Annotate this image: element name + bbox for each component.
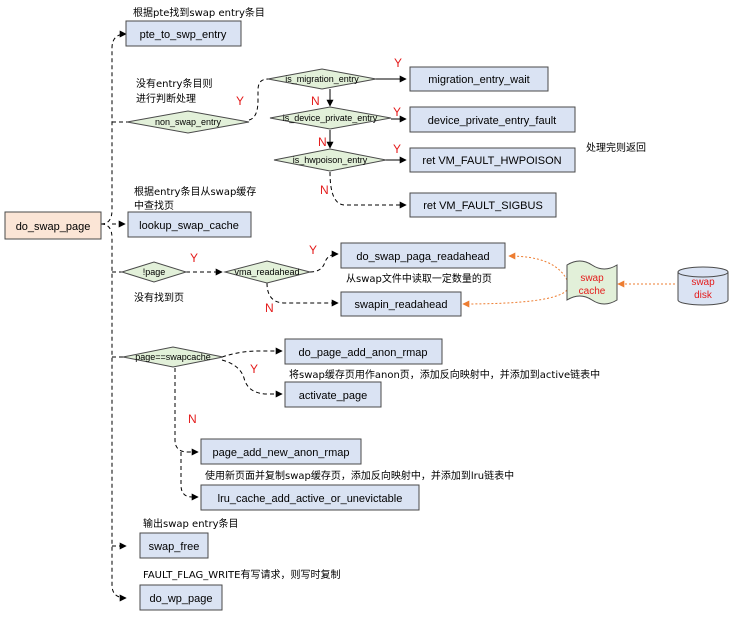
hwpoison-note: 处理完则返回 [586,141,646,154]
box-do-wp-page [139,584,223,611]
yes-label-migration: Y [394,56,402,70]
swap-free-label: swap_free [149,541,200,553]
device-private-entry-fault-label: device_private_entry_fault [428,115,556,127]
edge-swapcache-activate [221,359,283,398]
yes-label-nonswap: Y [236,94,244,108]
no-label-device: N [318,135,327,149]
box-swap-free [139,532,209,559]
yes-label-swapcache: Y [250,362,258,376]
diamond-vma-readahead [223,260,311,284]
lookup-swap-cache-label: lookup_swap_cache [139,220,239,232]
connectors [100,30,407,602]
is-device-private-entry-label: is_device_private_entry [283,113,378,123]
edge-swapcache-anon [221,347,283,358]
swapin-readahead-label: swapin_readahead [355,299,448,311]
box-ret-sigbus [409,192,557,218]
migration-entry-wait-label: migration_entry_wait [428,74,530,86]
box-do-page-add-anon-rmap [284,338,443,365]
box-ret-hwpoison [409,147,576,173]
yes-label-vma: Y [309,243,317,257]
yes-label-hwpoison: Y [393,142,401,156]
process-box-labels: pte_to_swp_entry migration_entry_wait de… [139,29,561,605]
no-label-swapcache: N [188,412,197,426]
branch-labels: Y Y N Y N Y N Y Y N Y N [188,56,402,426]
is-migration-entry-label: is_migration_entry [285,74,359,84]
wp-note: FAULT_FLAG_WRITE有写请求，则写时复制 [143,568,340,581]
lookup-note-2: 中查找页 [134,199,174,212]
new-anon-note: 使用新页面并复制swap缓存页，添加反向映射中，并添加到lru链表中 [205,469,514,482]
swap-cache-line2: cache [579,286,606,297]
swap-cache-shape: swap cache [566,260,618,305]
do-swap-paga-readahead-label: do_swap_paga_readahead [356,251,489,263]
page-eq-swapcache-label: page==swapcache [135,352,211,362]
non-swap-entry-label: non_swap_entry [155,117,222,127]
box-page-add-new-anon-rmap [200,438,362,465]
swap-disk-shape: swap disk [677,266,729,306]
diamond-page-eq-swapcache [122,346,224,368]
edge-hwpoison-sigbus [329,171,407,209]
box-swapin-readahead [340,291,462,317]
edge-swapcache-new-anon [174,368,199,456]
non-swap-note-1: 没有entry条目则 [136,77,212,90]
edge-cache-swapin [462,289,568,308]
pte-note: 根据pte找到swap entry条目 [133,6,265,19]
lookup-note-1: 根据entry条目从swap缓存 [134,185,256,198]
ret-sigbus-label: ret VM_FAULT_SIGBUS [423,200,543,212]
anon-note: 将swap缓存页用作anon页，添加反向映射中，并添加到active链表中 [289,368,600,381]
node-do-swap-page: do_swap_page [4,211,102,240]
vma-readahead-label: vma_readahead [234,267,299,277]
trunk-line [100,30,127,225]
box-lookup-swap-cache [127,211,252,238]
box-lru-cache-add [200,484,420,511]
swap-cache-line1: swap [580,273,604,284]
box-migration-entry-wait [409,66,549,92]
edge-vma-swapin [266,282,339,307]
do-wp-page-label: do_wp_page [149,593,212,605]
lru-cache-add-label: lru_cache_add_active_or_unevictable [218,493,403,505]
process-boxes [125,20,576,611]
swap-free-note: 输出swap entry条目 [143,517,238,530]
diamond-is-device-private-entry [269,106,392,130]
no-label-migration: N [311,94,320,108]
box-activate-page [284,381,382,408]
diamond-is-hwpoison-entry [273,148,387,172]
storage-connectors [462,252,675,308]
diamond-not-page [120,261,188,283]
yes-label-notpage: Y [190,251,198,265]
box-pte-to-swp-entry [125,20,242,47]
decision-labels: non_swap_entry is_migration_entry is_dev… [135,74,378,362]
ret-hwpoison-label: ret VM_FAULT_HWPOISON [422,155,561,167]
readahead-note: 从swap文件中读取一定数量的页 [346,272,492,285]
not-page-label: !page [143,267,166,277]
edge-nonswap-migration [248,78,269,121]
annotations: 根据pte找到swap entry条目 没有entry条目则 进行判断处理 处理… [133,6,646,581]
diamond-non-swap-entry [126,110,250,134]
not-found-note: 没有找到页 [134,291,184,304]
swap-disk-line1: swap [691,277,715,288]
pte-to-swp-entry-label: pte_to_swp_entry [140,29,227,41]
non-swap-note-2: 进行判断处理 [136,92,196,105]
swap-disk-line2: disk [694,290,713,301]
activate-page-label: activate_page [299,390,368,402]
trunk-line-down [100,223,127,602]
box-do-swap-paga-readahead [340,242,506,269]
yes-label-device: Y [393,105,401,119]
no-label-vma: N [265,301,274,315]
diamond-is-migration-entry [267,68,377,90]
page-add-new-anon-rmap-label: page_add_new_anon_rmap [212,447,349,459]
do-swap-page-label: do_swap_page [16,221,91,233]
edge-vma-readahead [309,250,339,273]
edge-cache-readahead [508,252,568,281]
box-device-private-entry-fault [409,106,576,133]
decision-diamonds [120,68,392,368]
do-page-add-anon-rmap-label: do_page_add_anon_rmap [298,347,427,359]
edge-lru [180,452,199,501]
is-hwpoison-entry-label: is_hwpoison_entry [293,155,368,165]
no-label-hwpoison: N [320,183,329,197]
